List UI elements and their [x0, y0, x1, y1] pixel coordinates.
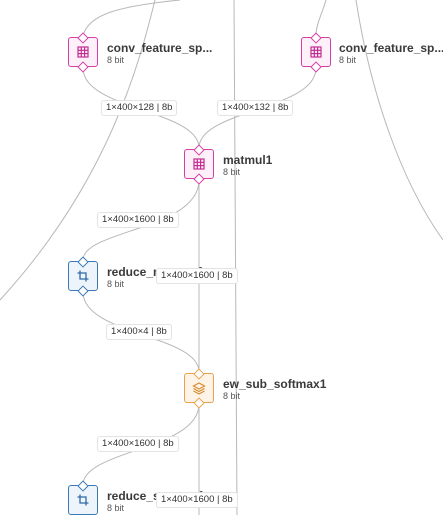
edge-top-left-curve	[82, 0, 181, 37]
node-ew-sub-softmax1[interactable]	[184, 367, 214, 409]
node-bits: 8 bit	[107, 503, 125, 513]
node-label: conv_feature_sp... 8 bit	[107, 41, 219, 66]
node-reduce-sum[interactable]	[68, 479, 98, 515]
grid-icon	[310, 46, 322, 58]
node-label: matmul1 8 bit	[223, 153, 333, 178]
node-conv-feature-2[interactable]	[301, 31, 331, 73]
node-reduce-max[interactable]	[68, 255, 98, 297]
grid-icon	[193, 158, 205, 170]
node-name: ew_sub_softmax1	[223, 377, 327, 391]
node-name: conv_feature_sp...	[339, 41, 443, 55]
crop-icon	[77, 494, 89, 506]
edge-label-ewsub-reducesum[interactable]: 1×400×1600 | 8b	[97, 436, 179, 452]
edge-label-conv2-matmul[interactable]: 1×400×132 | 8b	[217, 100, 294, 116]
node-label: ew_sub_softmax1 8 bit	[223, 377, 343, 402]
edge-label-matmul-ewsub[interactable]: 1×400×1600 | 8b	[156, 268, 238, 284]
node-bits: 8 bit	[223, 167, 241, 177]
node-bits: 8 bit	[223, 391, 241, 401]
edge-label-ewsub-next[interactable]: 1×400×1600 | 8b	[156, 492, 238, 508]
edge-long-left-diagonal	[0, 0, 156, 301]
edge-long-right-curve	[355, 0, 443, 241]
edge-label-reducemax-ewsub[interactable]: 1×400×4 | 8b	[106, 324, 172, 340]
node-bits: 8 bit	[107, 55, 125, 65]
edge-label-conv1-matmul[interactable]: 1×400×128 | 8b	[101, 100, 178, 116]
node-conv-feature-1[interactable]	[68, 31, 98, 73]
node-label: conv_feature_sp... 8 bit	[339, 41, 443, 66]
grid-icon	[77, 46, 89, 58]
node-matmul1[interactable]	[184, 143, 214, 185]
node-name: conv_feature_sp...	[107, 41, 213, 55]
layers-icon	[192, 382, 206, 395]
node-bits: 8 bit	[107, 279, 125, 289]
edge-vertical-center-1	[233, 0, 238, 515]
node-bits: 8 bit	[339, 55, 357, 65]
node-name: matmul1	[223, 153, 273, 167]
edge-label-matmul-reducemax[interactable]: 1×400×1600 | 8b	[97, 212, 179, 228]
crop-icon	[77, 270, 89, 282]
edge-top-right-curve	[315, 0, 327, 37]
